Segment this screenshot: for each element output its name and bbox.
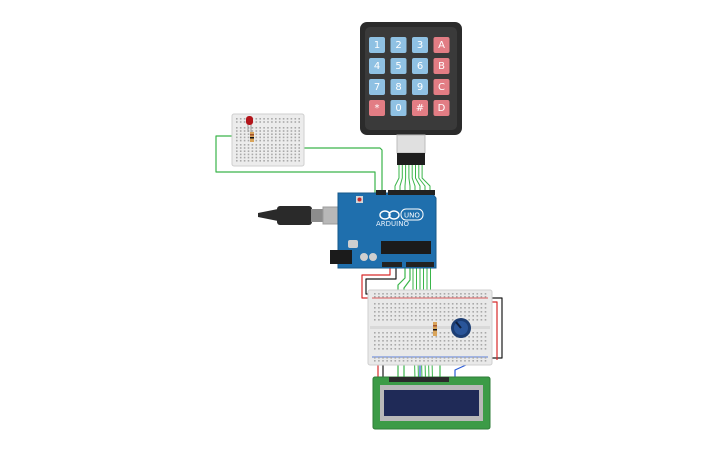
resistor-main[interactable] [433,322,437,336]
keypad-header [397,153,425,165]
reset-button[interactable] [357,197,362,202]
keypad-key-5[interactable]: 5 [390,58,407,74]
keypad-key-label: * [375,103,380,114]
small-breadboard-holes [236,118,300,162]
keypad-key-label: # [416,103,424,114]
keypad-key-0[interactable]: 0 [390,100,407,116]
keypad-key-label: B [438,61,445,72]
wire[interactable] [394,165,400,193]
arduino-logo: ARDUINO [376,210,409,228]
keypad-key-label: 9 [417,82,423,93]
wire[interactable] [418,165,426,193]
main-breadboard[interactable] [367,289,493,366]
keypad-key-label: 6 [417,61,423,72]
wire[interactable] [404,165,407,193]
keypad-connector [396,134,426,154]
keypad-key-9[interactable]: 9 [412,79,428,95]
keypad-key-label: 5 [395,61,401,72]
wire[interactable] [421,165,431,193]
keypad-key-label: 3 [417,40,423,51]
keypad-key-label: 2 [395,40,401,51]
keypad-key-label: 8 [395,82,401,93]
potentiometer[interactable] [451,318,471,338]
usb-cable[interactable] [258,206,352,225]
small-breadboard[interactable] [231,113,305,167]
keypad-keys: 1 2 3 A 4 5 6 B 7 8 9 C * 0 # D [369,37,450,116]
arduino-brand: ARDUINO [376,220,409,228]
resistor-small[interactable] [250,132,254,142]
keypad-key-label: 1 [374,40,380,51]
keypad-key-2[interactable]: 2 [390,37,407,53]
lcd-screen [384,390,479,416]
keypad-key-C[interactable]: C [433,79,450,95]
uno-badge: UNO [400,208,424,221]
lcd-display[interactable] [372,376,491,430]
keypad-key-8[interactable]: 8 [390,79,407,95]
keypad-key-6[interactable]: 6 [412,58,428,74]
wire[interactable] [408,165,411,193]
keypad-key-*[interactable]: * [369,100,385,116]
keypad-key-#[interactable]: # [412,100,428,116]
keypad-key-A[interactable]: A [433,37,450,53]
main-breadboard-holes [374,293,487,362]
atmega-chip [381,241,431,254]
keypad-key-4[interactable]: 4 [369,58,385,74]
keypad-key-B[interactable]: B [433,58,450,74]
keypad[interactable]: 1 2 3 A 4 5 6 B 7 8 9 C * 0 # D [360,22,462,165]
arduino-uno[interactable]: ARDUINO UNO [330,190,437,269]
keypad-key-label: 0 [395,103,401,114]
analog-header [406,262,434,267]
keypad-key-label: 7 [374,82,380,93]
lcd-header [389,377,449,382]
keypad-key-label: D [438,103,446,114]
wire[interactable] [411,165,416,193]
keypad-key-3[interactable]: 3 [412,37,428,53]
keypad-key-D[interactable]: D [433,100,450,116]
keypad-key-7[interactable]: 7 [369,79,385,95]
keypad-key-label: 4 [374,61,380,72]
keypad-key-label: C [438,82,445,93]
keypad-key-1[interactable]: 1 [369,37,385,53]
keypad-key-label: A [438,40,445,51]
arduino-board [337,192,437,269]
wire[interactable] [252,147,383,193]
wire[interactable] [361,267,391,299]
led[interactable] [246,116,253,132]
digital-header [388,190,435,195]
wire[interactable] [399,165,403,193]
uno-label: UNO [404,212,420,220]
wire[interactable] [488,297,503,359]
wire[interactable] [415,165,421,193]
power-header [382,262,402,267]
power-jack[interactable] [330,250,352,264]
